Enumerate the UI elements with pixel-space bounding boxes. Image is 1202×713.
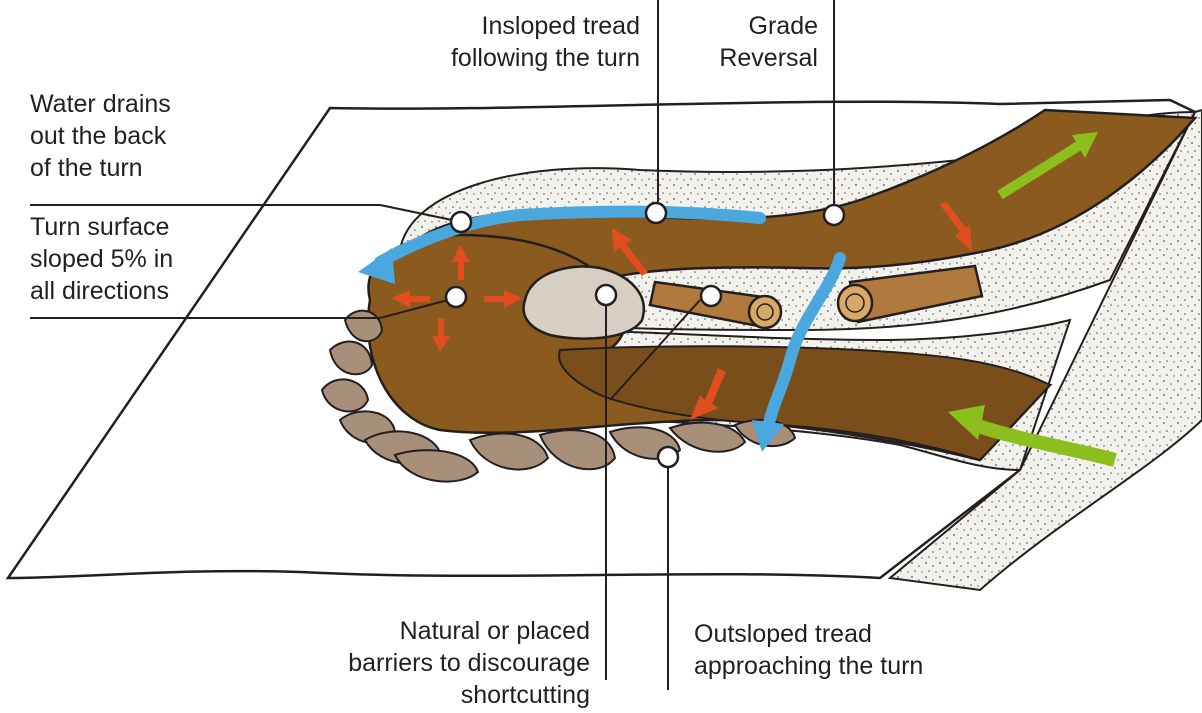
label-water-drains: Water drains out the back of the turn <box>30 88 270 184</box>
label-turn-surface: Turn surface sloped 5% in all directions <box>30 211 270 307</box>
label-outsloped-tread: Outsloped tread approaching the turn <box>694 618 1004 682</box>
label-barriers: Natural or placed barriers to discourage… <box>268 615 590 711</box>
label-insloped-tread: Insloped tread following the turn <box>396 10 640 74</box>
label-grade-reversal: Grade Reversal <box>680 10 818 74</box>
barrier-rock <box>524 267 644 339</box>
